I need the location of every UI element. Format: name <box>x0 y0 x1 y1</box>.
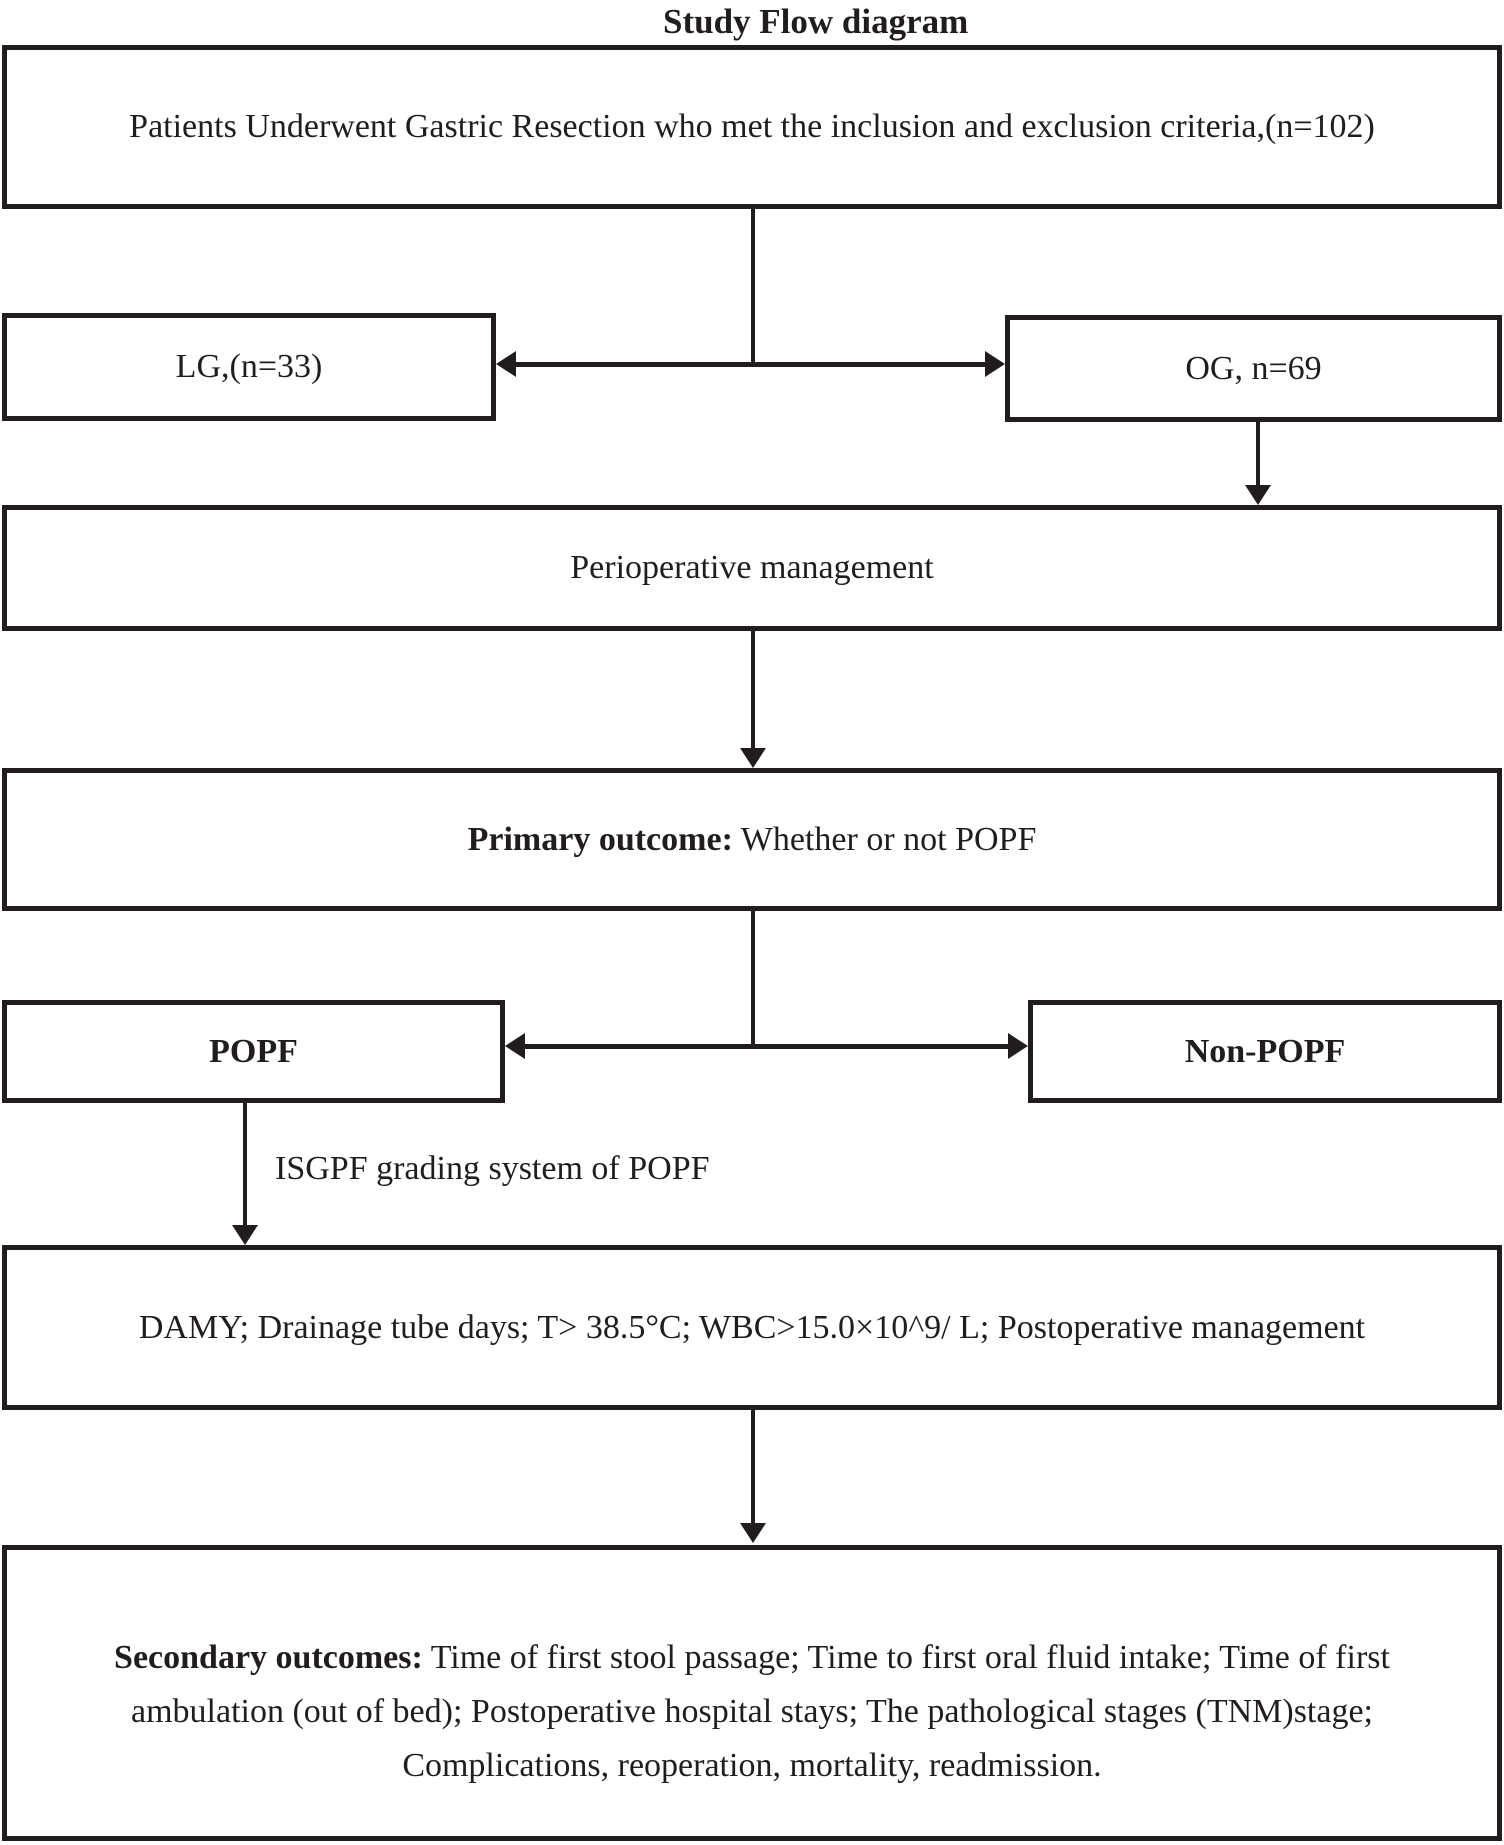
connector-periop-primary-line <box>751 631 755 749</box>
secondary-outcomes-line2: ambulation (out of bed); Postoperative h… <box>131 1693 1373 1730</box>
diagram-title: Study Flow diagram <box>663 2 969 41</box>
flow-box-non-popf-text: Non-POPF <box>1184 1032 1346 1070</box>
flow-box-primary-outcome: Primary outcome: Whether or not POPF <box>2 768 1502 911</box>
flow-box-primary-outcome-text: Primary outcome: Whether or not POPF <box>468 817 1037 863</box>
arrowhead-left-icon <box>505 1033 525 1059</box>
flow-box-damy: DAMY; Drainage tube days; T> 38.5°C; WBC… <box>2 1245 1502 1410</box>
connector-og-periop-line <box>1256 422 1260 485</box>
flow-box-perioperative-text: Perioperative management <box>570 549 934 587</box>
primary-outcome-label-rest: Whether or not POPF <box>732 820 1037 858</box>
arrowhead-right-icon <box>985 351 1005 377</box>
connector-primary-split-line <box>751 911 755 1046</box>
primary-outcome-label-bold: Primary outcome: <box>467 820 733 858</box>
isgpf-grading-label: ISGPF grading system of POPF <box>275 1150 710 1187</box>
flow-box-secondary-outcomes: Secondary outcomes: Time of first stool … <box>2 1545 1502 1841</box>
arrowhead-down-icon <box>1245 485 1271 505</box>
flow-box-lg: LG,(n=33) <box>2 313 496 421</box>
arrowhead-down-icon <box>232 1225 258 1245</box>
connector-patients-split-line <box>751 207 755 367</box>
secondary-outcomes-label-bold: Secondary outcomes: <box>114 1639 423 1676</box>
arrowhead-down-icon <box>740 1523 766 1543</box>
connector-split1-line <box>516 362 985 367</box>
flow-box-patients: Patients Underwent Gastric Resection who… <box>2 45 1502 209</box>
flow-box-popf-text: POPF <box>209 1032 298 1070</box>
secondary-outcomes-line1: Secondary outcomes: Time of first stool … <box>114 1631 1390 1685</box>
connector-popf-damy-line <box>243 1103 247 1226</box>
connector-damy-secondary-line <box>751 1410 755 1524</box>
arrowhead-down-icon <box>740 748 766 768</box>
connector-split2-line <box>525 1044 1008 1049</box>
flow-box-lg-text: LG,(n=33) <box>175 348 323 386</box>
secondary-outcomes-line3: Complications, reoperation, mortality, r… <box>402 1747 1102 1784</box>
arrowhead-right-icon <box>1008 1033 1028 1059</box>
flow-box-non-popf: Non-POPF <box>1028 1000 1502 1103</box>
secondary-outcomes-line1-rest: Time of first stool passage; Time to fir… <box>422 1639 1390 1676</box>
flow-box-patients-text: Patients Underwent Gastric Resection who… <box>129 108 1375 146</box>
arrowhead-left-icon <box>496 351 516 377</box>
flow-box-og: OG, n=69 <box>1005 315 1502 422</box>
flow-box-og-text: OG, n=69 <box>1185 349 1322 387</box>
flow-box-perioperative: Perioperative management <box>2 505 1502 631</box>
flow-box-popf: POPF <box>2 1000 505 1103</box>
flow-box-damy-text: DAMY; Drainage tube days; T> 38.5°C; WBC… <box>138 1308 1366 1346</box>
